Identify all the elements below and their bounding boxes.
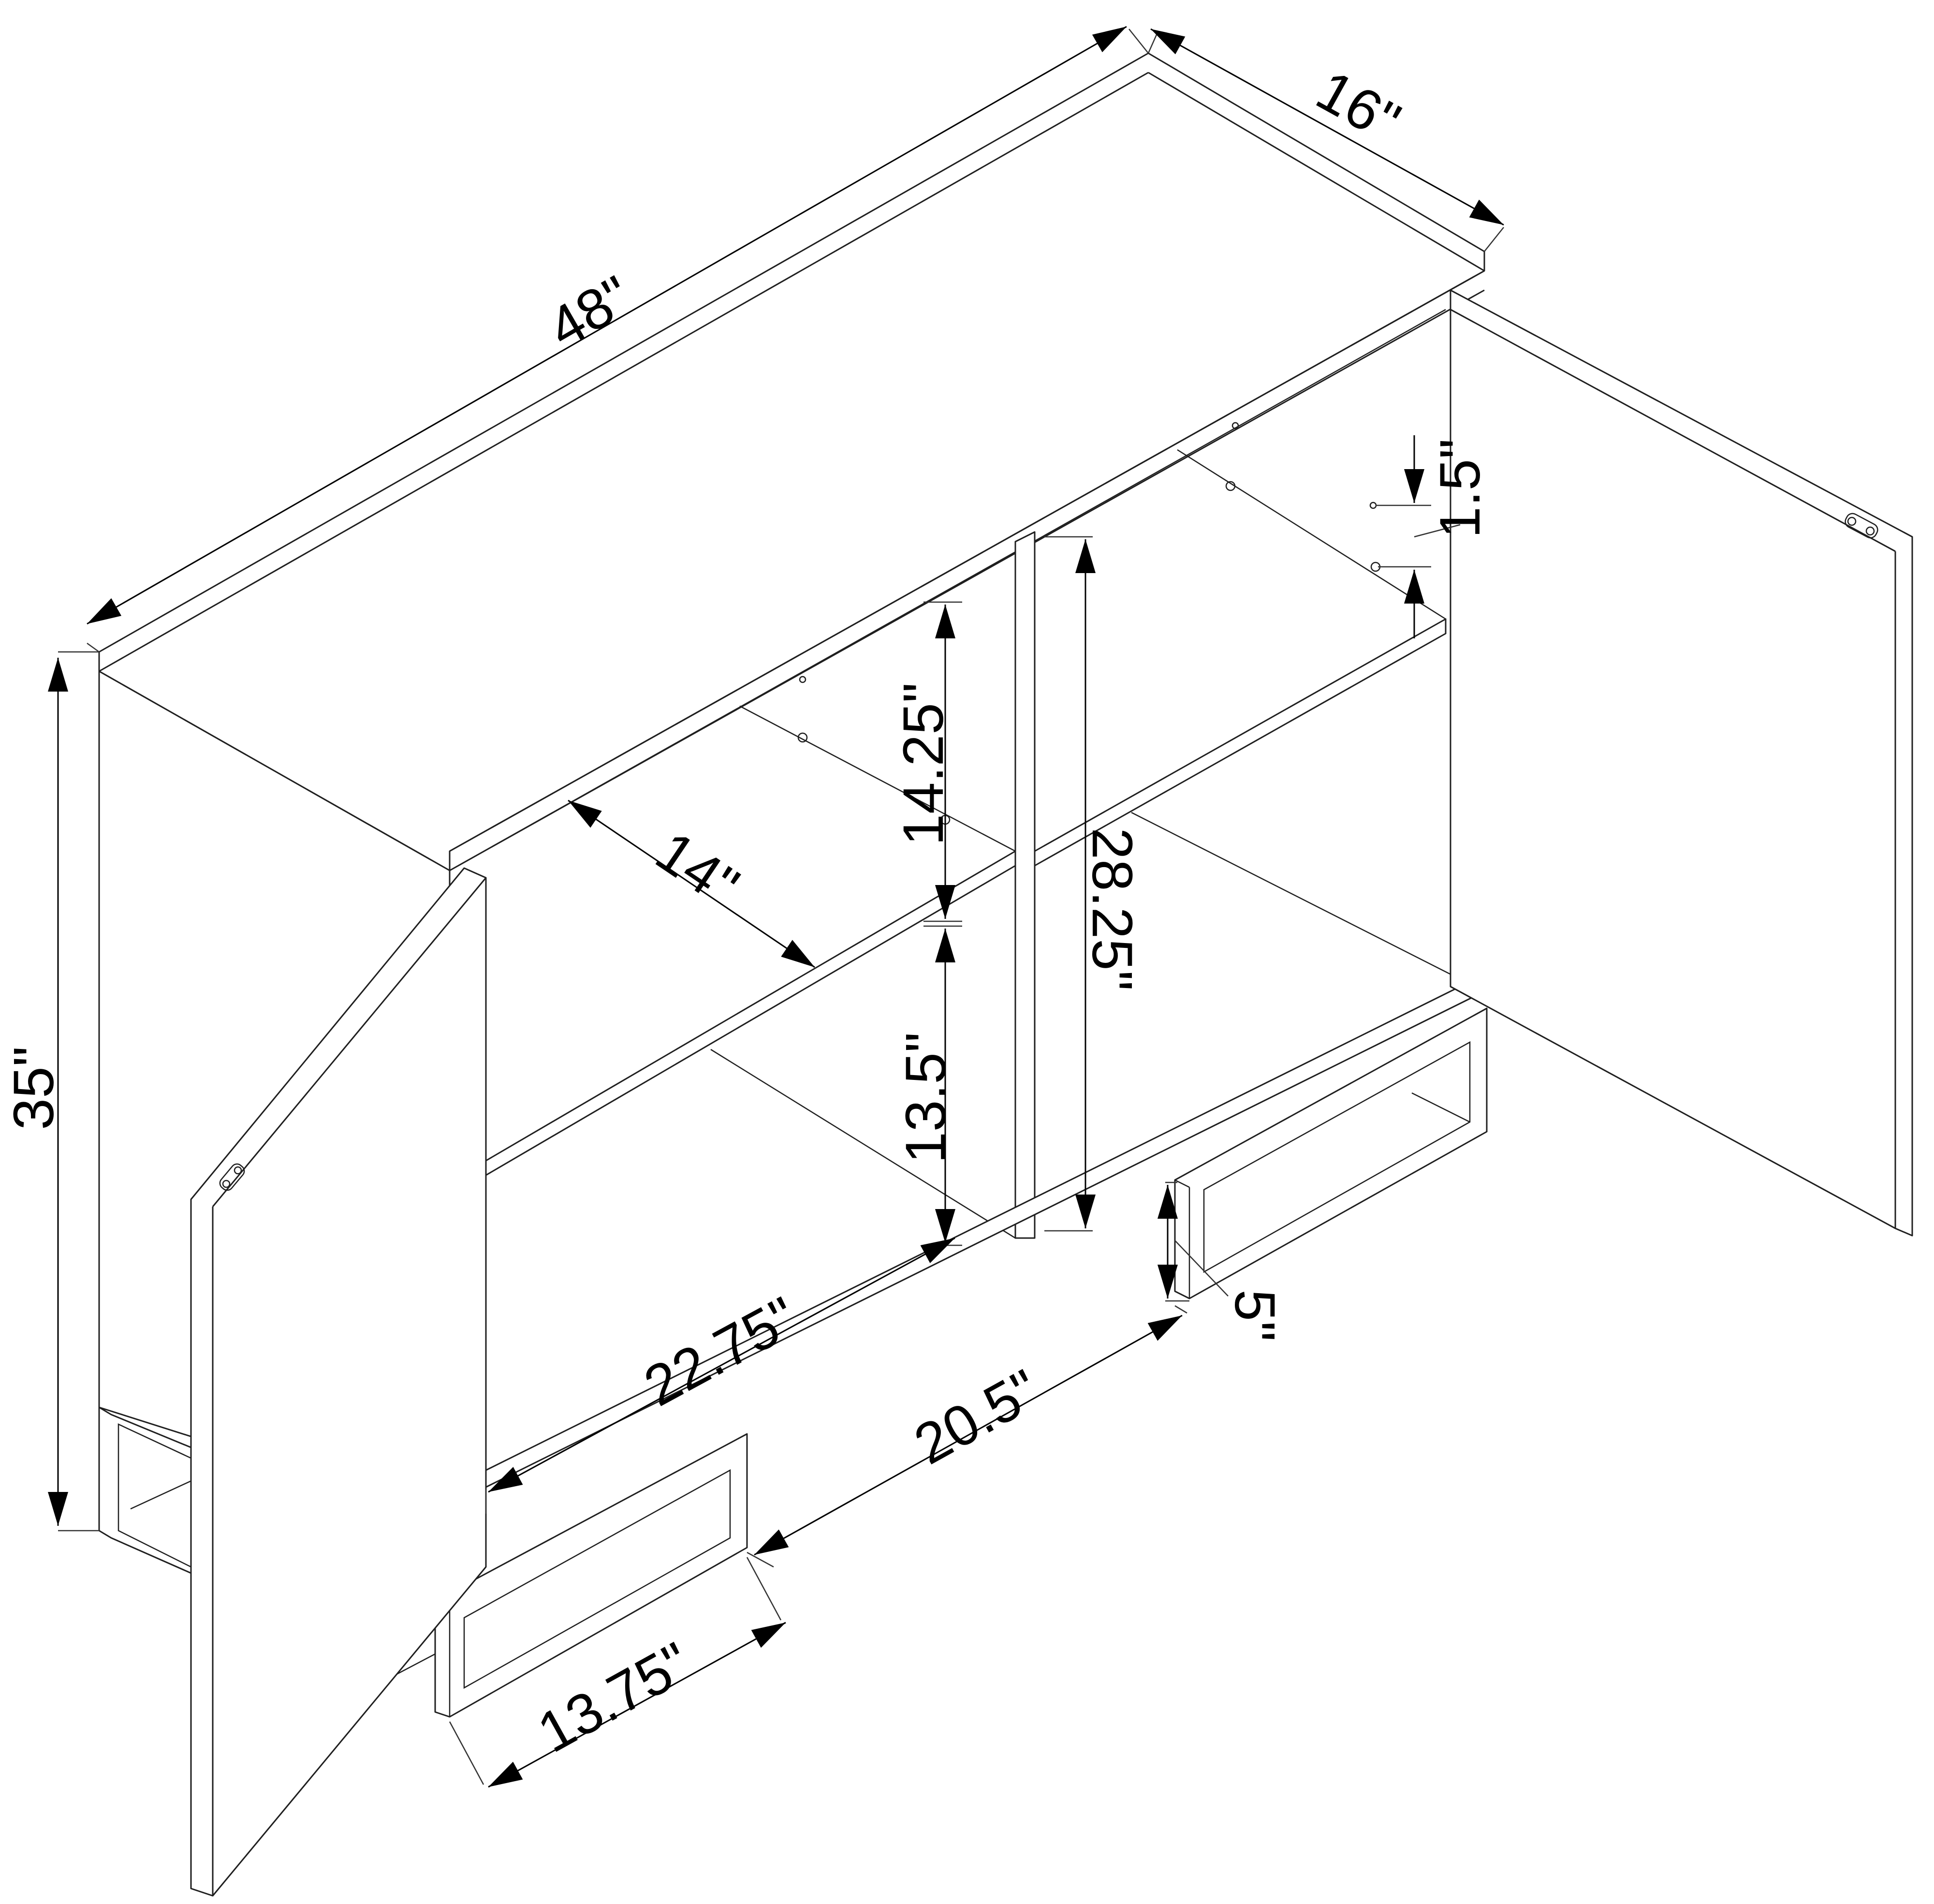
base-span-dimension-line [754,1314,1183,1556]
left-door [190,867,487,1897]
right-door-panel [1450,289,1913,1237]
shelf-pin-spacing-label: 1.5" [1428,439,1492,538]
top-panel [98,52,1485,871]
right-door [1450,289,1913,1237]
upper-opening-label: 14.25" [892,682,955,845]
base-frame-width-dimension-line [488,1622,786,1788]
base-span-label: 20.5" [904,1357,1050,1476]
door-hinge-icon [1845,513,1878,539]
lower-opening-label: 13.5" [894,1032,958,1164]
depth-dimension-line [1150,28,1504,226]
right-shelf [1034,618,1447,867]
height-label: 35" [2,1046,66,1130]
interior-width-dimension-line [488,1237,955,1493]
door-hinge-icon [219,1163,245,1191]
interior-width-label: 22.75" [634,1284,807,1418]
width-dimension-line [87,26,1127,625]
depth-label: 16" [1306,58,1410,154]
interior-height-label: 28.25" [1080,827,1144,990]
shelf-depth-dimension-line [568,799,815,968]
base-height-label: 5" [1223,1289,1287,1342]
shelf-depth-label: 14" [645,819,750,919]
center-divider [1014,531,1036,1239]
width-label: 48" [538,264,642,361]
left-door-panel [190,867,487,1897]
